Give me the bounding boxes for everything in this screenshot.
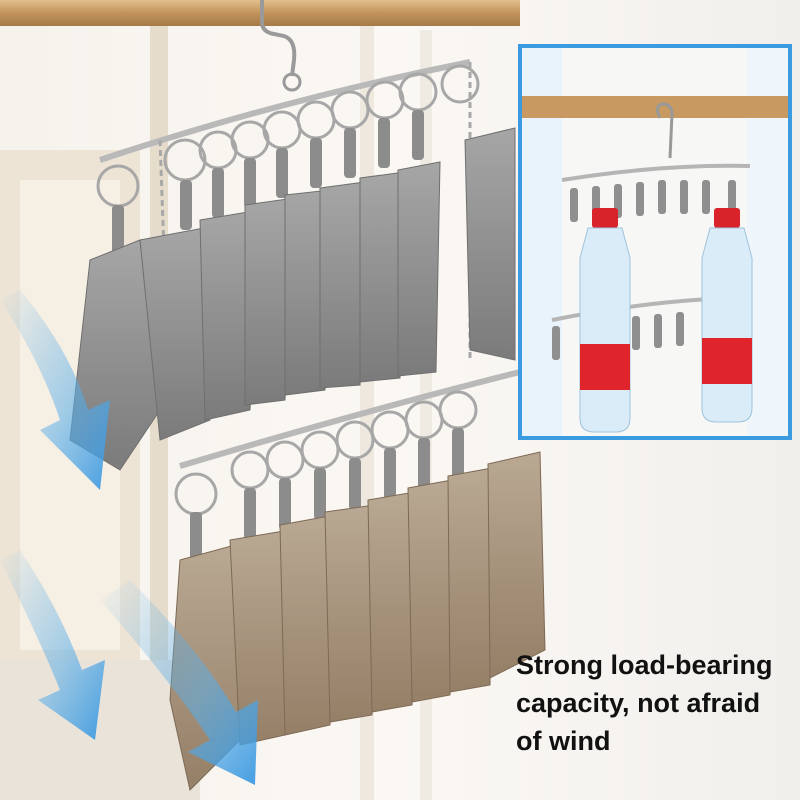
inset-photo [518,44,792,440]
inset-hook-icon [655,102,674,159]
lower-hanger-bar [179,369,521,469]
caption-line-3: of wind [516,726,611,756]
wind-arrow-icon [0,290,258,785]
feature-caption: Strong load-bearing capacity, not afraid… [516,646,796,760]
water-bottle-left [579,208,631,433]
upper-hanger-bar [99,59,471,163]
hanger-hook-icon [260,0,297,77]
water-bottle-right [701,208,753,423]
inset-rod [522,96,788,118]
caption-line-1: Strong load-bearing [516,650,773,680]
caption-line-2: capacity, not afraid [516,688,761,718]
